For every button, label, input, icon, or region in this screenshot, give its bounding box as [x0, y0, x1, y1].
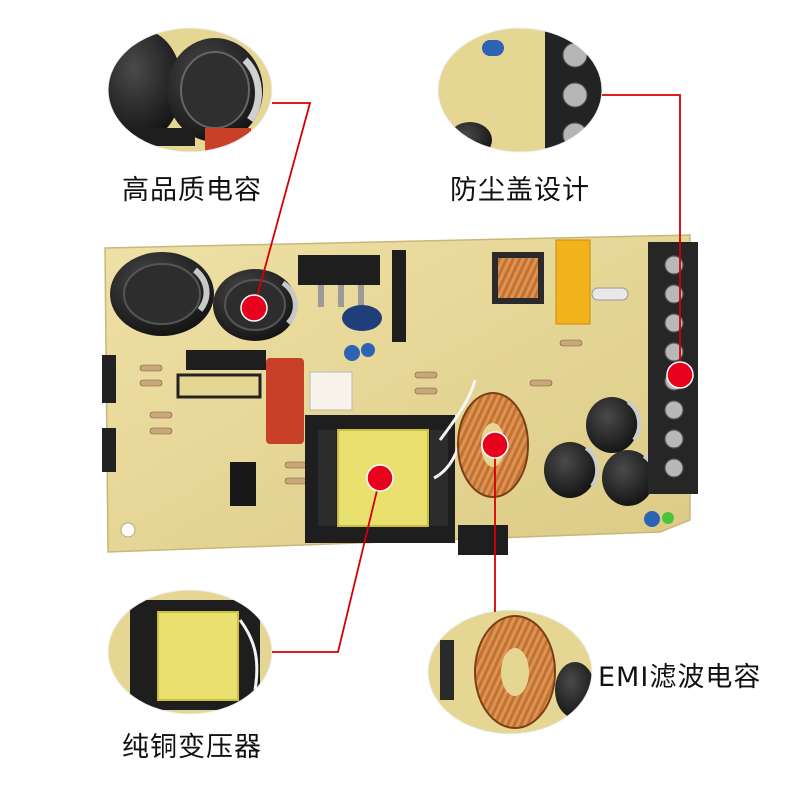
inset-emi-filter-capacitor [427, 609, 593, 735]
callout-label-emi-filter-capacitor: EMI滤波电容 [598, 662, 762, 693]
film-capacitor [266, 358, 304, 444]
marker-transformer [366, 464, 394, 492]
leader-line-capacitor [253, 102, 312, 309]
inset-dustproof-cover [437, 27, 603, 153]
leader-line-transformer [272, 477, 381, 653]
callout-label-pure-copper-transformer: 纯铜变压器 [122, 732, 262, 763]
main-transformer [305, 379, 477, 543]
callout-markers [240, 294, 694, 492]
marker-emi [481, 431, 509, 459]
output-capacitors [544, 397, 658, 506]
leader-lines [253, 94, 681, 653]
heatsink-top [298, 255, 380, 285]
inset-high-quality-capacitor [107, 27, 273, 153]
pcb-board [102, 234, 698, 555]
leader-line-terminal [602, 94, 681, 375]
inset-pure-copper-transformer [107, 589, 273, 715]
callout-label-dustproof-cover: 防尘盖设计 [450, 175, 590, 206]
marker-terminal [666, 361, 694, 389]
marker-capacitor [240, 294, 268, 322]
callout-label-high-quality-capacitor: 高品质电容 [122, 175, 262, 206]
capacitor-large-left [110, 252, 214, 336]
